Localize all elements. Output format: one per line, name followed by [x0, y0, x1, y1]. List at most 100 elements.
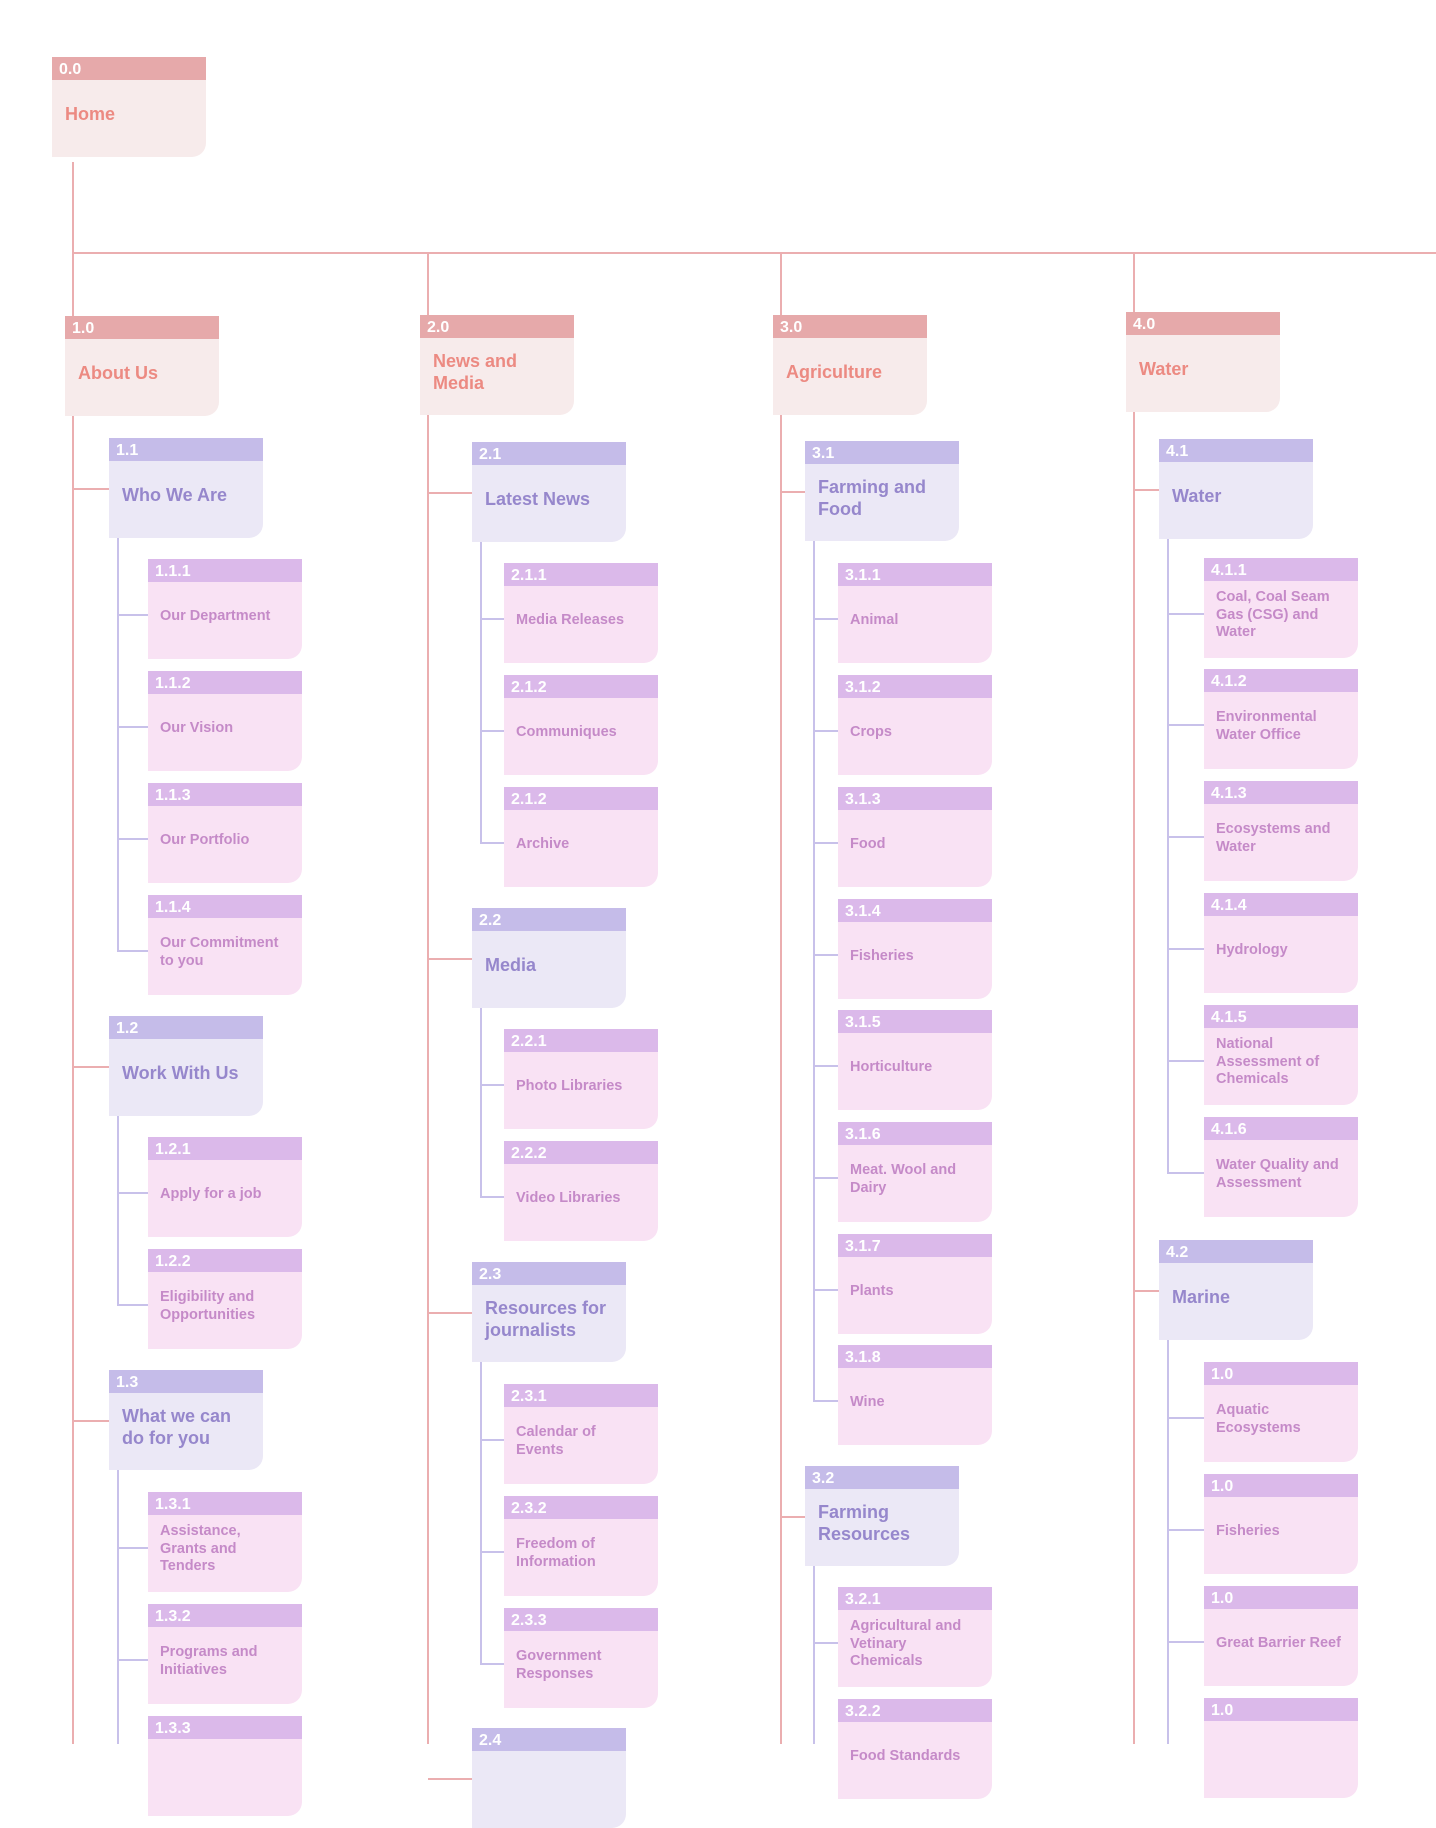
node-body: Video Libraries: [504, 1164, 658, 1241]
node-body: Fisheries: [1204, 1497, 1358, 1574]
node-id: 3.1.6: [838, 1122, 992, 1145]
page-branch-line: [1167, 1060, 1204, 1062]
page-branch-line: [480, 842, 504, 844]
node-id: 3.1.8: [838, 1345, 992, 1368]
node-id: 4.1.6: [1204, 1117, 1358, 1140]
node-body: [148, 1739, 302, 1816]
node-label: Apply for a job: [160, 1185, 262, 1202]
node-label: Freedom of Information: [516, 1536, 596, 1570]
node-label: Home: [65, 103, 116, 124]
group-branch-line: [73, 488, 109, 490]
page-branch-line: [813, 618, 838, 620]
node-body: Coal, Coal Seam Gas (CSG) and Water: [1204, 581, 1358, 658]
node-id: 3.1.2: [838, 675, 992, 698]
node-id: 4.1.3: [1204, 781, 1358, 804]
group-branch-line: [428, 492, 472, 494]
node-id: 1.1: [109, 438, 263, 461]
node-label: Environmental Water Office: [1216, 709, 1317, 743]
group-branch-line: [428, 958, 472, 960]
node-body: Farming and Food: [805, 464, 959, 541]
node-label: Hydrology: [1216, 941, 1288, 958]
node-id: 2.1.1: [504, 563, 658, 586]
node-body: Media Releases: [504, 586, 658, 663]
node-body: Ecosystems and Water: [1204, 804, 1358, 881]
group-spine-line: [480, 1008, 482, 1197]
node-id: 1.3: [109, 1370, 263, 1393]
node-label: Plants: [850, 1282, 894, 1299]
node-body: [1204, 1721, 1358, 1798]
node-id: 1.0: [65, 316, 219, 339]
node-label: Fisheries: [850, 947, 914, 964]
node-body: [472, 1751, 626, 1828]
section-drop-line: [427, 252, 429, 315]
page-branch-line: [117, 838, 148, 840]
node-label: Ecosystems and Water: [1216, 821, 1331, 855]
page-branch-line: [480, 1663, 504, 1665]
node-label: Archive: [516, 835, 570, 852]
node-id: 1.2: [109, 1016, 263, 1039]
node-body: Freedom of Information: [504, 1519, 658, 1596]
node-label: Resources for journalists: [485, 1297, 607, 1340]
node-id: 1.2.1: [148, 1137, 302, 1160]
page-branch-line: [117, 1304, 148, 1306]
page-branch-line: [1167, 1641, 1204, 1643]
node-body: Media: [472, 931, 626, 1008]
page-branch-line: [480, 618, 504, 620]
group-spine-line: [117, 1470, 119, 1744]
node-body: Government Responses: [504, 1631, 658, 1708]
root-trunk-line: [72, 162, 74, 254]
node-label: Our Commitment to you: [160, 935, 279, 969]
node-id: 1.0: [1204, 1474, 1358, 1497]
node-id: 4.1.4: [1204, 893, 1358, 916]
node-id: 3.2: [805, 1466, 959, 1489]
node-label: Government Responses: [516, 1648, 602, 1682]
node-id: 3.1.7: [838, 1234, 992, 1257]
node-body: Crops: [838, 698, 992, 775]
node-id: 1.1.2: [148, 671, 302, 694]
node-label: Crops: [850, 723, 892, 740]
node-id: 1.1.4: [148, 895, 302, 918]
node-id: 1.0: [1204, 1362, 1358, 1385]
page-branch-line: [813, 1642, 838, 1644]
page-branch-line: [1167, 724, 1204, 726]
group-spine-line: [117, 1116, 119, 1305]
node-id: 1.3.3: [148, 1716, 302, 1739]
node-label: Who We Are: [122, 484, 228, 505]
node-body: Great Barrier Reef: [1204, 1609, 1358, 1686]
page-branch-line: [813, 1289, 838, 1291]
node-id: 2.2.2: [504, 1141, 658, 1164]
node-id: 4.1.2: [1204, 669, 1358, 692]
group-branch-line: [1134, 489, 1159, 491]
node-label: Our Portfolio: [160, 831, 250, 848]
group-node: 2.4: [472, 1728, 626, 1828]
node-id: 2.3.2: [504, 1496, 658, 1519]
node-label: News and Media: [433, 350, 518, 393]
node-label: Food Standards: [850, 1747, 961, 1764]
node-label: Work With Us: [122, 1062, 239, 1083]
node-body: National Assessment of Chemicals: [1204, 1028, 1358, 1105]
node-label: Photo Libraries: [516, 1077, 623, 1094]
node-label: Coal, Coal Seam Gas (CSG) and Water: [1216, 589, 1330, 641]
node-body: Meat. Wool and Dairy: [838, 1145, 992, 1222]
